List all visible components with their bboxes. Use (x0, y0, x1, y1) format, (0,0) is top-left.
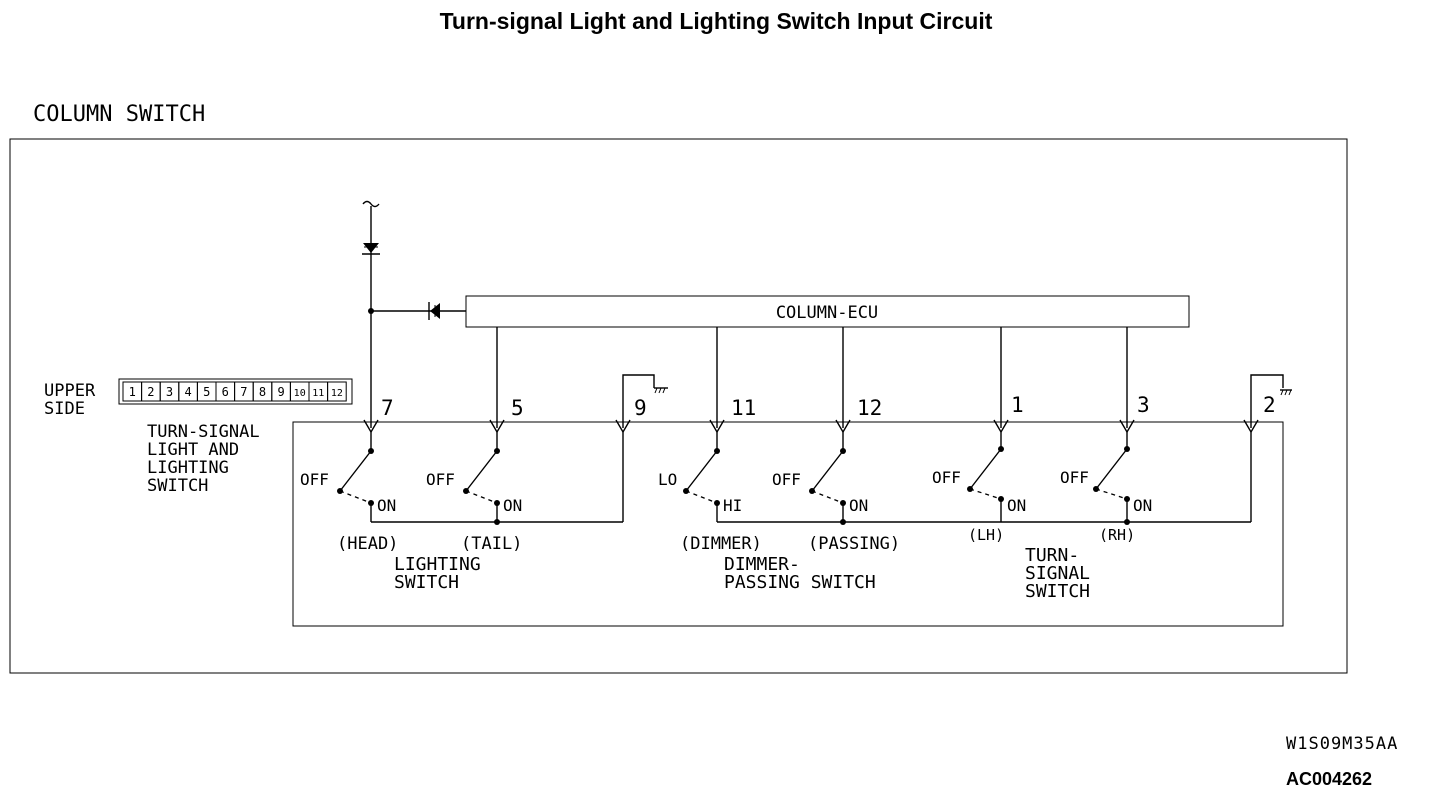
terminal-3-label: 3 (1137, 393, 1150, 417)
switch-lh (967, 432, 1004, 522)
terminal-2-label: 2 (1263, 393, 1276, 417)
diagram-title: Turn-signal Light and Lighting Switch In… (439, 8, 993, 34)
switch-rh-name: (RH) (1099, 526, 1135, 544)
connector-pin-label: 12 (331, 388, 343, 399)
switch-rh-off-label: OFF (1060, 468, 1089, 487)
switch-rh-on-label: ON (1133, 496, 1152, 515)
connector-pin-label: 3 (166, 385, 173, 399)
terminal-1-label: 1 (1011, 393, 1024, 417)
switch-dimmer-name: (DIMMER) (680, 534, 762, 554)
switch-rh (1093, 432, 1130, 522)
switch-block-frame (292, 421, 1284, 627)
connector-pin-cell (327, 381, 347, 402)
power-source-symbol (362, 200, 380, 208)
switch-tail-off-label: OFF (426, 470, 455, 489)
terminal-9-label: 9 (634, 396, 647, 420)
group-lighting-label-2: SWITCH (394, 572, 459, 593)
switch-dimmer-lo-label: LO (658, 470, 677, 489)
connector-pin-label: 1 (129, 385, 136, 399)
switch-block-label-4: SWITCH (147, 476, 208, 496)
junction-dot (840, 519, 846, 525)
connector-pin-label: 4 (184, 385, 191, 399)
ground-symbol-9 (654, 387, 668, 394)
terminal-11-label: 11 (731, 396, 756, 420)
ground-wire-terminal-9 (622, 374, 655, 428)
group-turn-label-1: TURN- (1025, 545, 1079, 566)
junction-dot (494, 519, 500, 525)
switch-head-off-label: OFF (300, 470, 329, 489)
switch-block-label-2: LIGHT AND (147, 440, 239, 460)
switch-head-name: (HEAD) (337, 534, 398, 554)
switch-passing-on-label: ON (849, 496, 868, 515)
group-dimmer-label-1: DIMMER- (724, 554, 800, 575)
switch-passing-off-label: OFF (772, 470, 801, 489)
connector-pin-label: 11 (312, 388, 324, 399)
connector-pin-label: 6 (222, 385, 229, 399)
column-ecu-label: COLUMN-ECU (776, 303, 878, 323)
switch-head-on-label: ON (377, 496, 396, 515)
switch-tail (463, 432, 500, 522)
connector-side-label-1: UPPER (44, 381, 96, 401)
connector-pin-label: 10 (294, 388, 306, 399)
connector-pin-label: 7 (240, 385, 247, 399)
ground-symbol-2 (1280, 389, 1292, 396)
connector-pin-label: 5 (203, 385, 210, 399)
group-turn-label-2: SIGNAL (1025, 563, 1090, 584)
connector-outline (118, 378, 353, 405)
terminal-7-label: 7 (381, 396, 394, 420)
switch-lh-off-label: OFF (932, 468, 961, 487)
switch-passing-name: (PASSING) (808, 534, 900, 554)
switch-lh-on-label: ON (1007, 496, 1026, 515)
group-dimmer-label-2: PASSING SWITCH (724, 572, 876, 593)
switch-passing (809, 432, 846, 522)
switch-dimmer-hi-label: HI (723, 496, 742, 515)
switch-dimmer (683, 432, 720, 522)
group-lighting-label-1: LIGHTING (394, 554, 481, 575)
column-switch-label: COLUMN SWITCH (33, 102, 205, 127)
ground-wire-terminal-2 (1250, 374, 1284, 428)
switch-lh-name: (LH) (968, 526, 1004, 544)
terminal-12-label: 12 (857, 396, 882, 420)
group-turn-label-3: SWITCH (1025, 581, 1090, 602)
switch-tail-name: (TAIL) (461, 534, 522, 554)
switch-head (337, 432, 374, 522)
connector-pin-label: 9 (277, 385, 284, 399)
switch-tail-on-label: ON (503, 496, 522, 515)
connector-pin-label: 8 (259, 385, 266, 399)
diode-symbol-ecu (428, 302, 440, 320)
terminal-5-label: 5 (511, 396, 524, 420)
connector-pin-label: 2 (147, 385, 154, 399)
switch-block-label-3: LIGHTING (147, 458, 229, 478)
connector-side-label-2: SIDE (44, 399, 85, 419)
diode-symbol-supply (362, 243, 380, 255)
junction-dot (1124, 519, 1130, 525)
column-switch-frame (9, 138, 1348, 674)
switch-block-label-1: TURN-SIGNAL (147, 422, 260, 442)
figure-code: W1S09M35AA (1286, 734, 1399, 754)
reference-code: AC004262 (1286, 769, 1373, 789)
